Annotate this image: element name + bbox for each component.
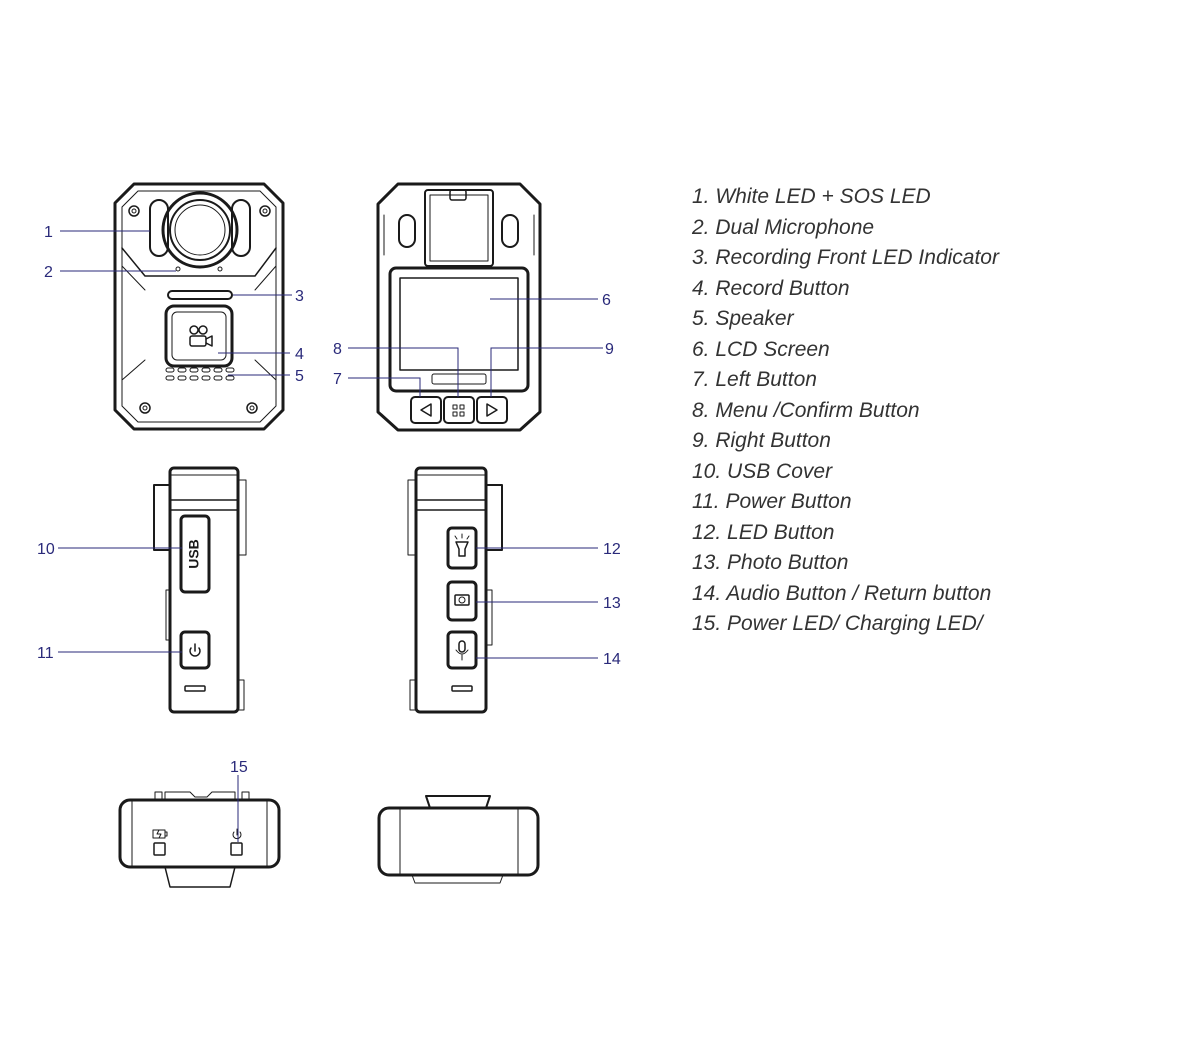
callout-10: 10 bbox=[37, 541, 55, 558]
video-camera-icon bbox=[189, 325, 213, 347]
callout-6: 6 bbox=[602, 292, 611, 309]
legend-item-usb-cover: 10. USB Cover bbox=[692, 459, 833, 483]
legend-item-record-button: 4. Record Button bbox=[692, 276, 850, 300]
speaker-grille bbox=[165, 367, 235, 381]
callout-13: 13 bbox=[603, 595, 621, 612]
charging-led bbox=[153, 842, 166, 856]
callout-1: 1 bbox=[44, 224, 53, 241]
top-view bbox=[377, 795, 540, 884]
legend-item-speaker: 5. Speaker bbox=[692, 307, 794, 330]
audio-return-button[interactable] bbox=[446, 630, 478, 670]
legend-item-photo-button: 13. Photo Button bbox=[692, 551, 849, 574]
parts-legend: 1. White LED + SOS LED 2. Dual Microphon… bbox=[692, 182, 1192, 640]
legend-item-left-button: 7. Left Button bbox=[692, 368, 817, 391]
right-side-view bbox=[407, 466, 503, 714]
power-led bbox=[230, 842, 243, 856]
microphone-left bbox=[175, 266, 181, 272]
power-icon bbox=[189, 643, 201, 657]
legend-item-power-button: 11. Power Button bbox=[692, 490, 852, 513]
microphone-icon bbox=[455, 640, 469, 661]
battery-icon bbox=[152, 829, 168, 839]
record-button[interactable] bbox=[164, 304, 234, 368]
white-led-left bbox=[149, 199, 169, 257]
right-button[interactable] bbox=[476, 396, 508, 424]
legend-item-audio-return-button: 14. Audio Button / Return button bbox=[692, 581, 992, 605]
legend-item-recording-led: 3. Recording Front LED Indicator bbox=[692, 246, 999, 269]
clip bbox=[424, 189, 494, 267]
menu-confirm-button[interactable] bbox=[443, 396, 475, 424]
callout-12: 12 bbox=[603, 541, 621, 558]
leader-lines bbox=[58, 230, 603, 842]
callout-11: 11 bbox=[37, 645, 54, 662]
power-symbol-icon bbox=[232, 828, 242, 840]
flashlight-icon bbox=[454, 533, 470, 557]
callout-8: 8 bbox=[333, 341, 342, 358]
legend-item-right-button: 9. Right Button bbox=[692, 429, 831, 452]
front-view bbox=[113, 182, 285, 431]
callout-5: 5 bbox=[295, 368, 304, 385]
callout-14: 14 bbox=[603, 651, 621, 668]
power-button[interactable] bbox=[179, 630, 211, 670]
callout-7: 7 bbox=[333, 371, 342, 388]
lcd-screen bbox=[388, 266, 530, 393]
callout-3: 3 bbox=[295, 288, 304, 305]
left-button[interactable] bbox=[410, 396, 442, 424]
legend-item-menu-confirm-button: 8. Menu /Confirm Button bbox=[692, 398, 920, 422]
legend-item-power-charging-led: 15. Power LED/ Charging LED/ bbox=[692, 612, 983, 635]
sos-led-right bbox=[231, 199, 251, 257]
left-side-view: USB bbox=[153, 466, 247, 714]
callout-4: 4 bbox=[295, 346, 304, 363]
legend-item-dual-microphone: 2. Dual Microphone bbox=[692, 215, 875, 239]
callout-15: 15 bbox=[230, 759, 248, 776]
legend-item-lcd-screen: 6. LCD Screen bbox=[692, 337, 830, 361]
microphone-right bbox=[217, 266, 223, 272]
back-view bbox=[376, 182, 542, 432]
usb-label: USB bbox=[186, 539, 202, 569]
callout-numbers: 1 2 3 4 5 6 7 8 9 10 11 12 13 14 15 bbox=[37, 224, 621, 776]
menu-grid-icon bbox=[452, 404, 465, 417]
legend-item-white-sos-led: 1. White LED + SOS LED bbox=[692, 185, 931, 208]
callout-2: 2 bbox=[44, 264, 53, 281]
usb-cover[interactable] bbox=[179, 514, 211, 594]
bottom-view bbox=[118, 791, 281, 888]
photo-button[interactable] bbox=[446, 580, 478, 622]
callout-9: 9 bbox=[605, 341, 614, 358]
recording-led-bar bbox=[167, 290, 233, 300]
legend-item-led-button: 12. LED Button bbox=[692, 520, 835, 544]
camera-icon bbox=[454, 594, 470, 606]
